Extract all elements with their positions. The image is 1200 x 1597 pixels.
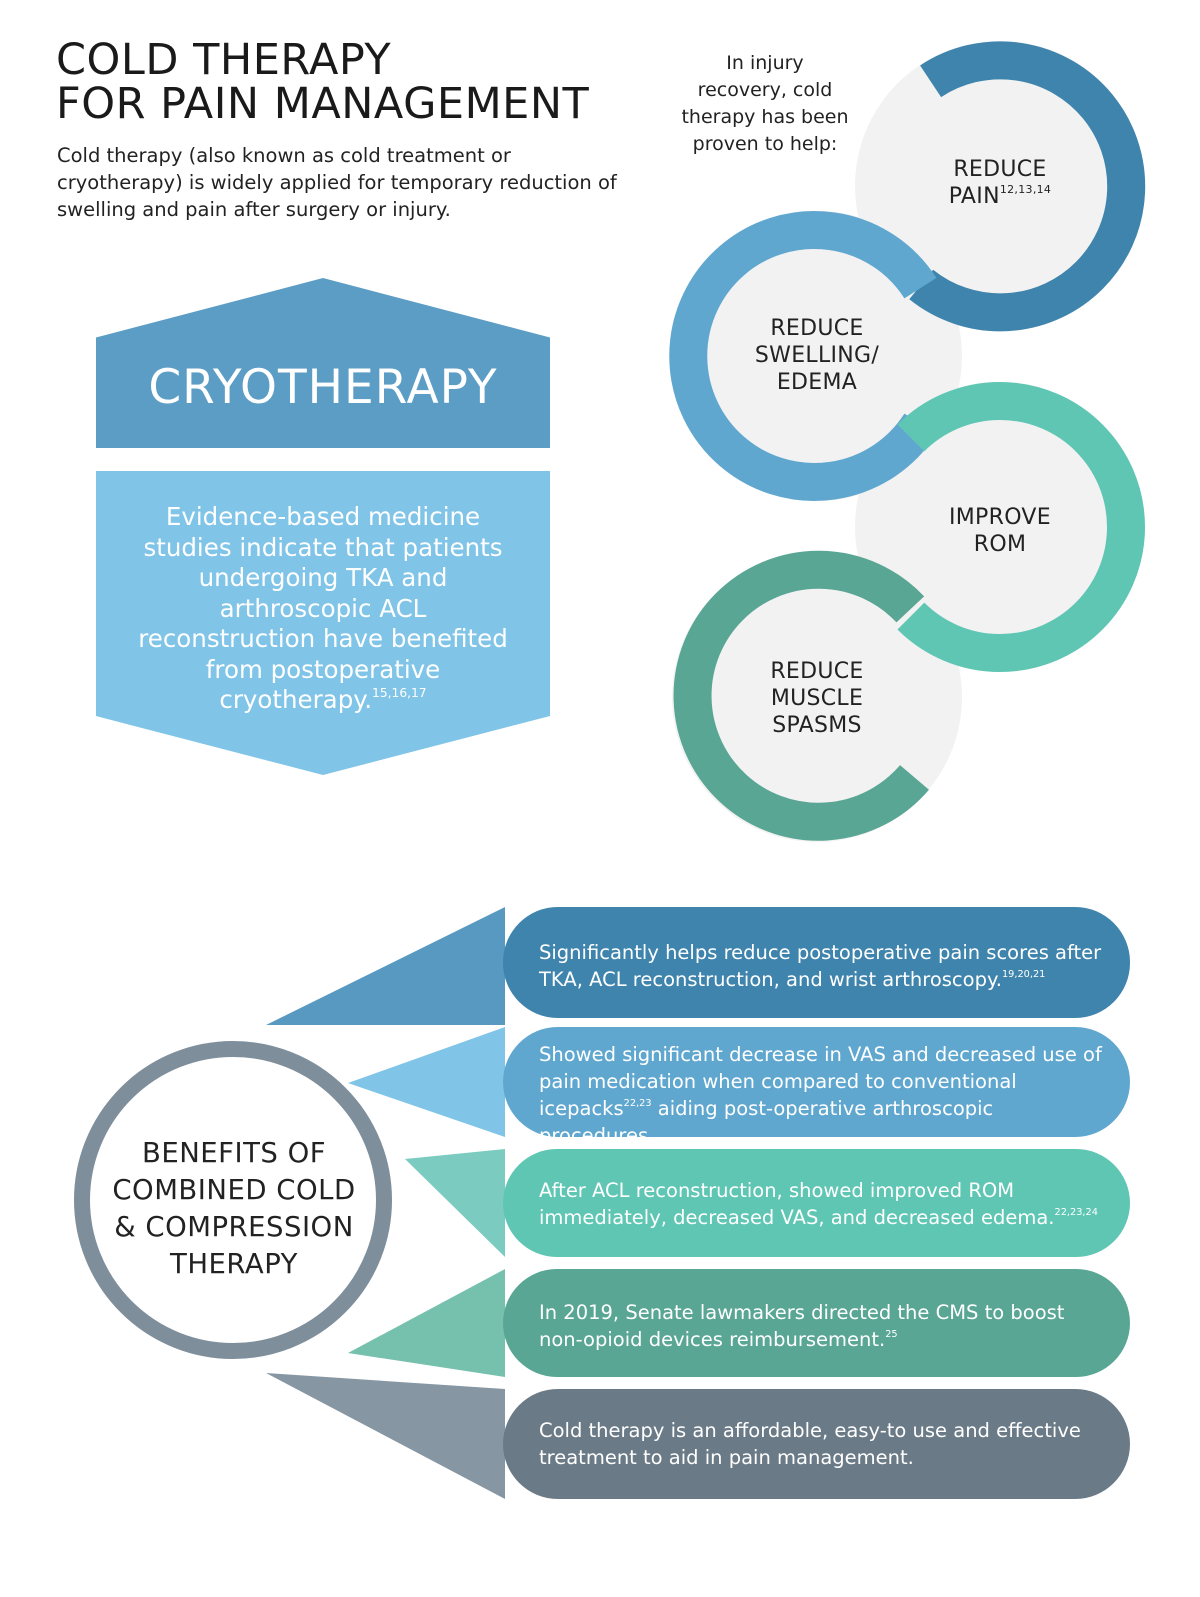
benefits-hub-label: BENEFITS OF COMBINED COLD & COMPRESSION … [96, 1135, 372, 1283]
benefit-rings-diagram [669, 41, 1146, 842]
benefit-band-1 [503, 907, 1130, 1018]
hub-line-2: COMBINED COLD [112, 1174, 356, 1206]
ring-label-rom: IMPROVE ROM [915, 504, 1085, 558]
ring-rom-line-1: IMPROVE [948, 505, 1051, 530]
benefit-band-2 [503, 1027, 1130, 1137]
benefit-2-tail: aiding post-operative arthroscopic proce… [539, 1097, 994, 1147]
lead-text: In injury recovery, cold therapy has bee… [681, 52, 849, 155]
benefit-band-3 [503, 1149, 1130, 1257]
ring-arc-spasms [673, 550, 929, 841]
ring-arc-rom [897, 382, 1145, 672]
title-line-2: FOR PAIN MANAGEMENT [56, 79, 590, 129]
benefit-4-citation: 25 [885, 1329, 898, 1341]
benefit-wedge-2 [348, 1027, 505, 1137]
ring-label-spasms: REDUCE MUSCLE SPASMS [732, 658, 902, 739]
benefit-text-1: Significantly helps reduce postoperative… [539, 939, 1114, 993]
ring-spasms-line-1: REDUCE [770, 659, 864, 684]
benefit-1-citation: 19,20,21 [1001, 969, 1046, 981]
ring-fill-spasms [672, 552, 962, 842]
ring-arc-swelling [669, 211, 937, 501]
cryotherapy-evidence-body: Evidence-based medicine studies indicate… [138, 502, 508, 714]
benefit-3-citation: 22,23,24 [1054, 1207, 1098, 1219]
ring-pain-line-2: PAIN [948, 184, 1000, 209]
benefit-5-body: Cold therapy is an affordable, easy-to u… [539, 1419, 1081, 1469]
benefit-bands [503, 907, 1130, 1499]
intro-paragraph: Cold therapy (also known as cold treatme… [57, 144, 617, 221]
ring-arc-pain [909, 41, 1146, 332]
benefit-text-3: After ACL reconstruction, showed improve… [539, 1177, 1114, 1231]
ring-fill-rom [855, 382, 1145, 672]
ring-swelling-line-3: EDEMA [776, 370, 858, 395]
hub-line-3: & COMPRESSION [114, 1211, 354, 1243]
ring-spasms-line-3: SPASMS [772, 713, 862, 738]
hub-line-4: THERAPY [170, 1248, 298, 1280]
benefit-wedge-4 [348, 1269, 505, 1377]
ring-spasms-line-2: MUSCLE [770, 686, 864, 711]
benefit-wedges [266, 907, 505, 1499]
page-title: COLD THERAPY FOR PAIN MANAGEMENT [56, 38, 589, 126]
benefit-band-4 [503, 1269, 1130, 1377]
benefit-3-body: After ACL reconstruction, showed improve… [539, 1179, 1055, 1229]
cryotherapy-heading: CRYOTHERAPY [148, 360, 498, 415]
ring-arcs [669, 41, 1146, 841]
benefit-text-5: Cold therapy is an affordable, easy-to u… [539, 1417, 1114, 1471]
ring-fill-swelling [672, 211, 962, 501]
cryotherapy-evidence-box [96, 471, 550, 775]
hub-line-1: BENEFITS OF [141, 1137, 327, 1169]
ring-swelling-line-1: REDUCE [770, 316, 864, 341]
ring-fill-pain [855, 41, 1145, 331]
benefit-text-4: In 2019, Senate lawmakers directed the C… [539, 1299, 1114, 1353]
benefit-2-citation: 22,23 [623, 1098, 652, 1110]
ring-swelling-line-2: SWELLING/ [754, 343, 880, 368]
benefit-2-body: Showed significant decrease in VAS and d… [539, 1043, 1102, 1120]
benefit-4-body: In 2019, Senate lawmakers directed the C… [539, 1301, 1065, 1351]
ring-label-pain: REDUCE PAIN12,13,14 [915, 156, 1085, 210]
ring-pain-citation: 12,13,14 [999, 183, 1052, 197]
benefit-wedge-3 [405, 1149, 505, 1257]
benefit-wedge-1 [266, 907, 505, 1025]
benefits-diagram [74, 907, 1130, 1499]
title-line-1: COLD THERAPY [56, 35, 392, 85]
cryotherapy-evidence-text: Evidence-based medicine studies indicate… [130, 502, 516, 716]
benefits-hub-fill [89, 1056, 377, 1344]
benefit-text-2: Showed significant decrease in VAS and d… [539, 1041, 1114, 1149]
ring-label-swelling: REDUCE SWELLING/ EDEMA [732, 315, 902, 396]
ring-fills [672, 41, 1145, 842]
benefit-wedge-5 [266, 1373, 505, 1499]
benefits-hub-ring [74, 1041, 392, 1359]
cryotherapy-citation: 15,16,17 [372, 685, 427, 700]
ring-pain-line-1: REDUCE [953, 157, 1047, 182]
benefit-band-5 [503, 1389, 1130, 1499]
ring-rom-line-2: ROM [973, 532, 1027, 557]
benefit-1-body: Significantly helps reduce postoperative… [539, 941, 1102, 991]
